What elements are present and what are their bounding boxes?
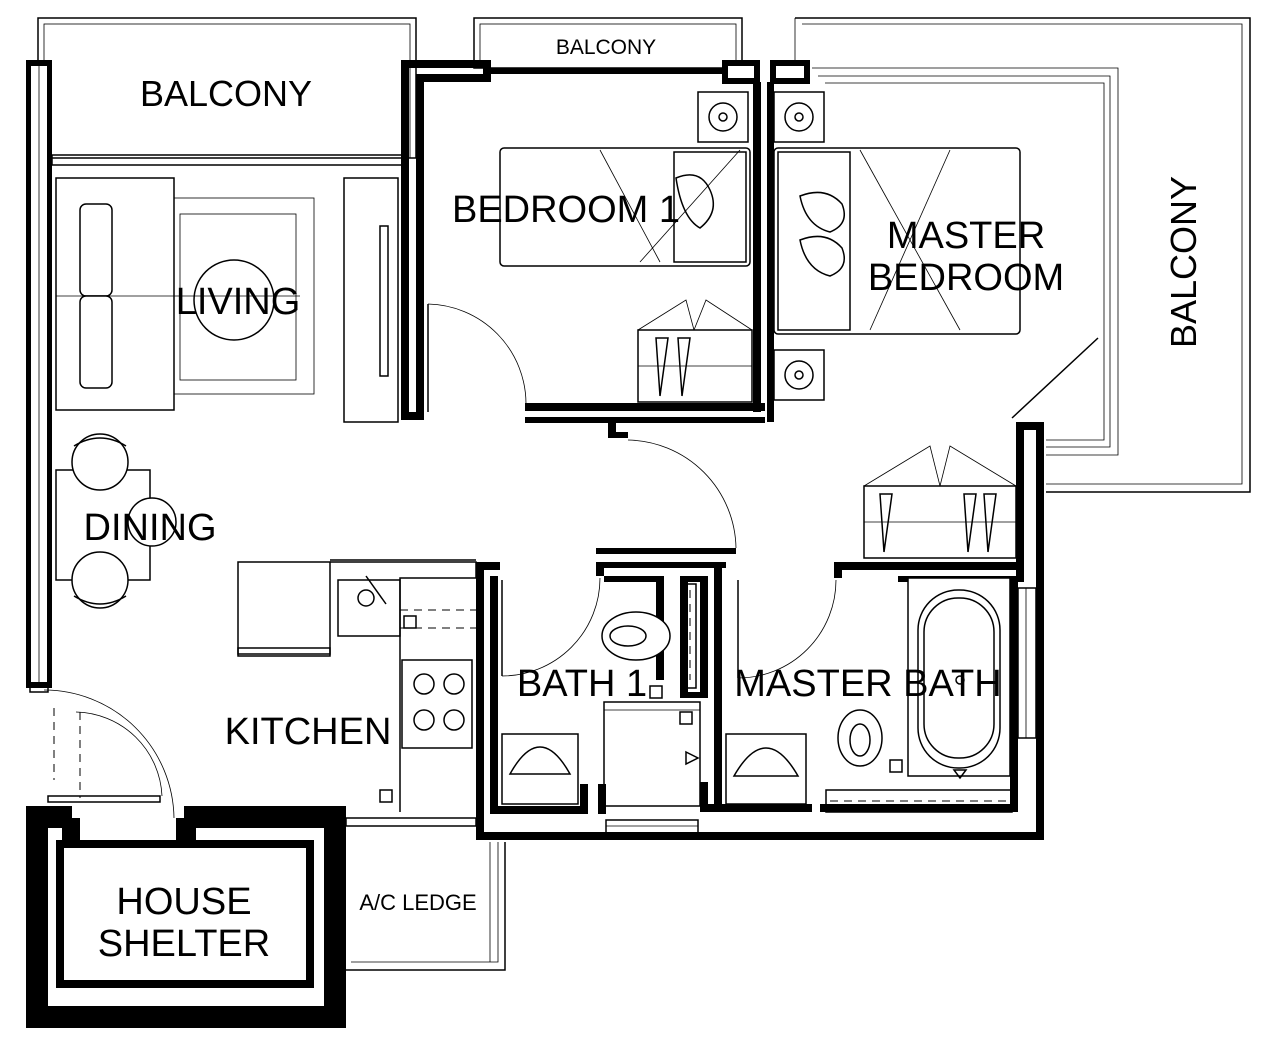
label-dining: DINING [84, 507, 217, 549]
sofa [55, 177, 175, 411]
walls [26, 60, 1099, 1028]
dining-set [55, 433, 177, 609]
label-kitchen: KITCHEN [225, 711, 392, 753]
nightstand-master-bottom [773, 349, 825, 401]
label-house-shelter-line1: HOUSE [116, 881, 251, 923]
master-bath-fixtures [725, 577, 1037, 813]
doors [43, 303, 837, 819]
label-balcony-master: BALCONY [1163, 176, 1204, 348]
label-balcony-bedroom: BALCONY [556, 36, 656, 59]
label-bedroom-1: BEDROOM 1 [452, 189, 680, 231]
bed-bedroom-1 [499, 147, 751, 267]
bed-master [773, 147, 1021, 335]
label-bath-1: BATH 1 [517, 663, 647, 705]
tv-console [343, 177, 399, 423]
label-master-bath: MASTER BATH [734, 663, 1001, 705]
wardrobe-bedroom-1 [637, 299, 753, 403]
living-rug [173, 197, 315, 395]
label-master-bedroom-line1: MASTER [887, 215, 1045, 257]
kitchen-counter [237, 559, 477, 812]
label-ac-ledge: A/C LEDGE [359, 890, 476, 915]
label-balcony-living: BALCONY [140, 73, 312, 114]
label-house-shelter-line2: SHELTER [98, 923, 270, 965]
nightstand-bedroom-1 [697, 91, 749, 143]
nightstand-master-top [773, 91, 825, 143]
wardrobe-master [863, 445, 1017, 559]
bath-1-fixtures [501, 583, 701, 835]
label-master-bedroom-line2: BEDROOM [868, 257, 1064, 299]
label-living: LIVING [176, 281, 301, 323]
